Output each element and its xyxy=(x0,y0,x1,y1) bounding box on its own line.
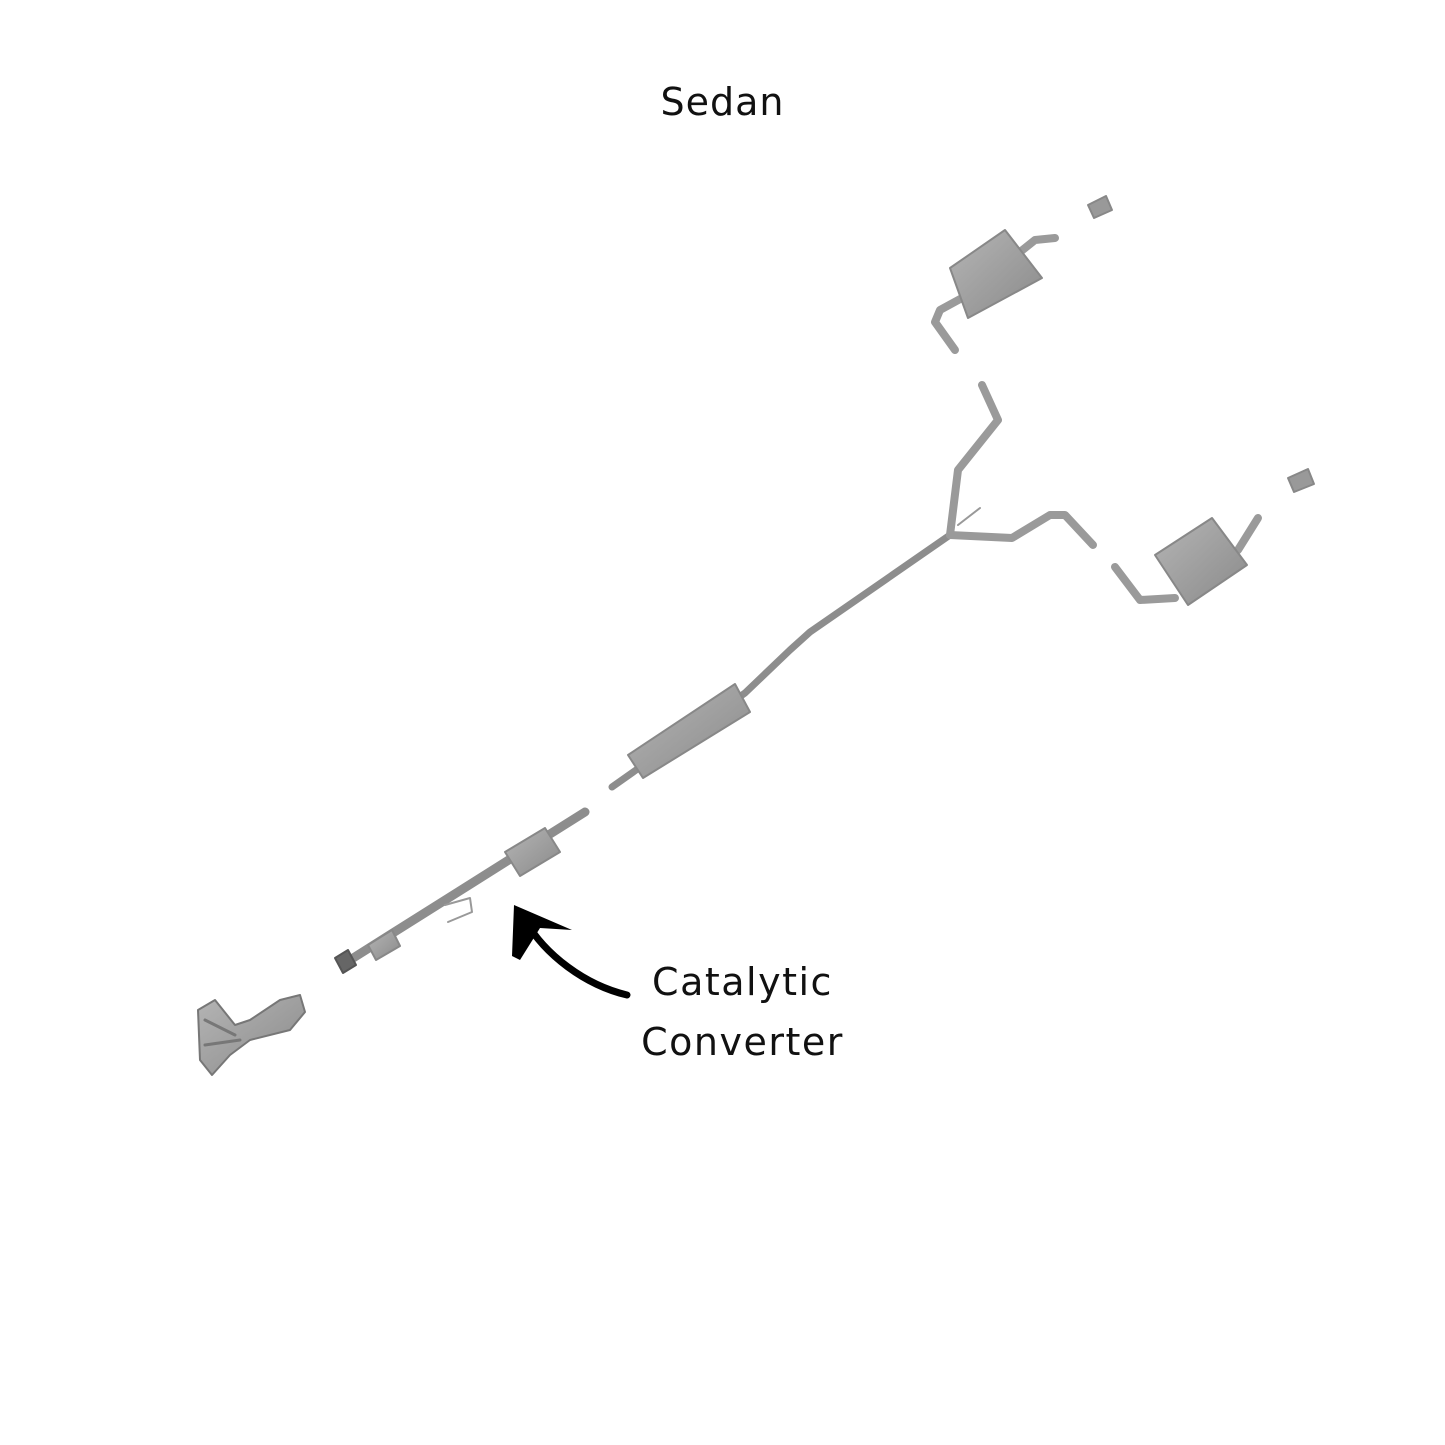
label-line-2: Converter xyxy=(641,1020,844,1064)
catalytic-converter xyxy=(504,827,561,877)
right-muffler xyxy=(1111,468,1315,606)
left-muffler xyxy=(931,195,1113,354)
label-line-1: Catalytic xyxy=(652,960,833,1004)
catalytic-converter-label: Catalytic Converter xyxy=(600,952,885,1072)
mid-pipe-resonator xyxy=(608,531,954,791)
diagram-title: Sedan xyxy=(660,80,785,124)
arrow-icon xyxy=(512,905,631,999)
y-pipe xyxy=(946,381,1097,549)
exhaust-manifold xyxy=(197,994,306,1076)
